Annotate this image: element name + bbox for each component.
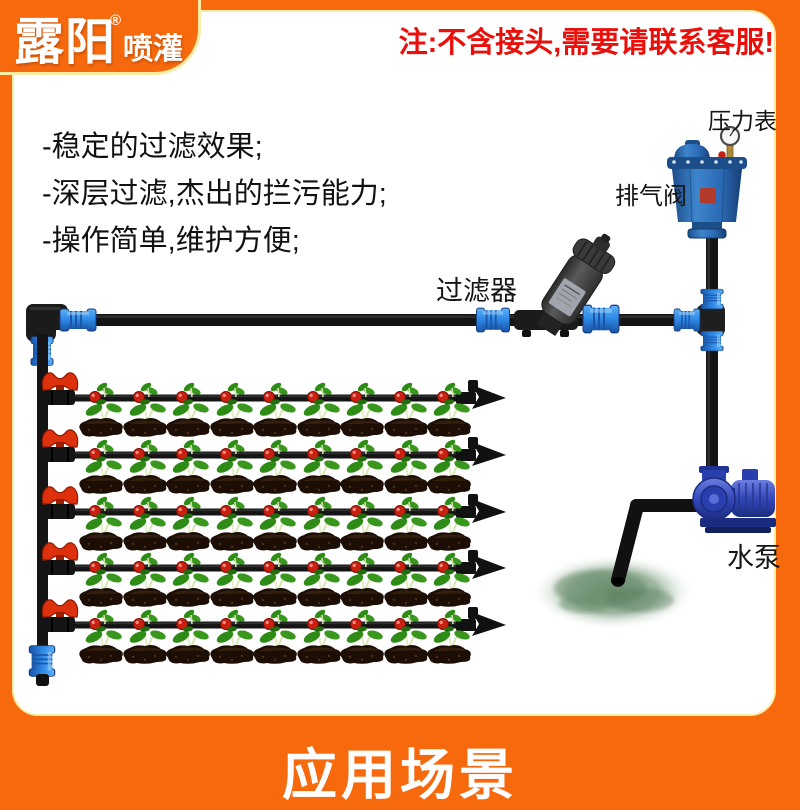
pressure-gauge: [718, 125, 741, 164]
footer-title: 应用场景: [281, 744, 518, 806]
brand-name: 露阳: [14, 14, 116, 70]
registered-mark: ®: [110, 12, 122, 29]
filter-unit: [514, 233, 616, 337]
drip-row: [42, 543, 506, 607]
pressure-gauge-label: 压力表: [708, 108, 777, 134]
drip-row: [42, 430, 506, 494]
filter-label: 过滤器: [436, 276, 517, 306]
air-release-valve: [667, 125, 747, 239]
elbow-fitting: [26, 304, 68, 342]
feature-item: -稳定的过滤效果;: [42, 131, 263, 163]
feature-item: -深层过滤,杰出的拦污能力;: [42, 178, 387, 210]
brand-subtitle: 喷灌: [123, 33, 183, 66]
notice-text: 注:不含接头,需要请联系客服!: [398, 27, 774, 59]
pump-label: 水泵: [727, 543, 781, 573]
blue-fitting: [59, 308, 97, 332]
feature-item: -操作简单,维护方便;: [42, 225, 300, 257]
manifold-end-cap: [28, 644, 56, 686]
air-valve-label: 排气阀: [615, 183, 687, 210]
brand-logo: 露阳 ® 喷灌: [0, 0, 201, 75]
manifold-pipe: [37, 334, 48, 652]
blue-fitting: [581, 304, 621, 334]
suction-pipe: [611, 499, 702, 587]
tee-fitting: [673, 288, 725, 352]
pond: [531, 554, 695, 630]
drip-row: [42, 373, 506, 437]
blue-fitting: [475, 307, 511, 333]
water-pump: [692, 466, 776, 533]
drip-row: [42, 600, 506, 664]
drip-row: [42, 487, 506, 551]
feature-list: -稳定的过滤效果; -深层过滤,杰出的拦污能力; -操作简单,维护方便;: [42, 124, 387, 265]
